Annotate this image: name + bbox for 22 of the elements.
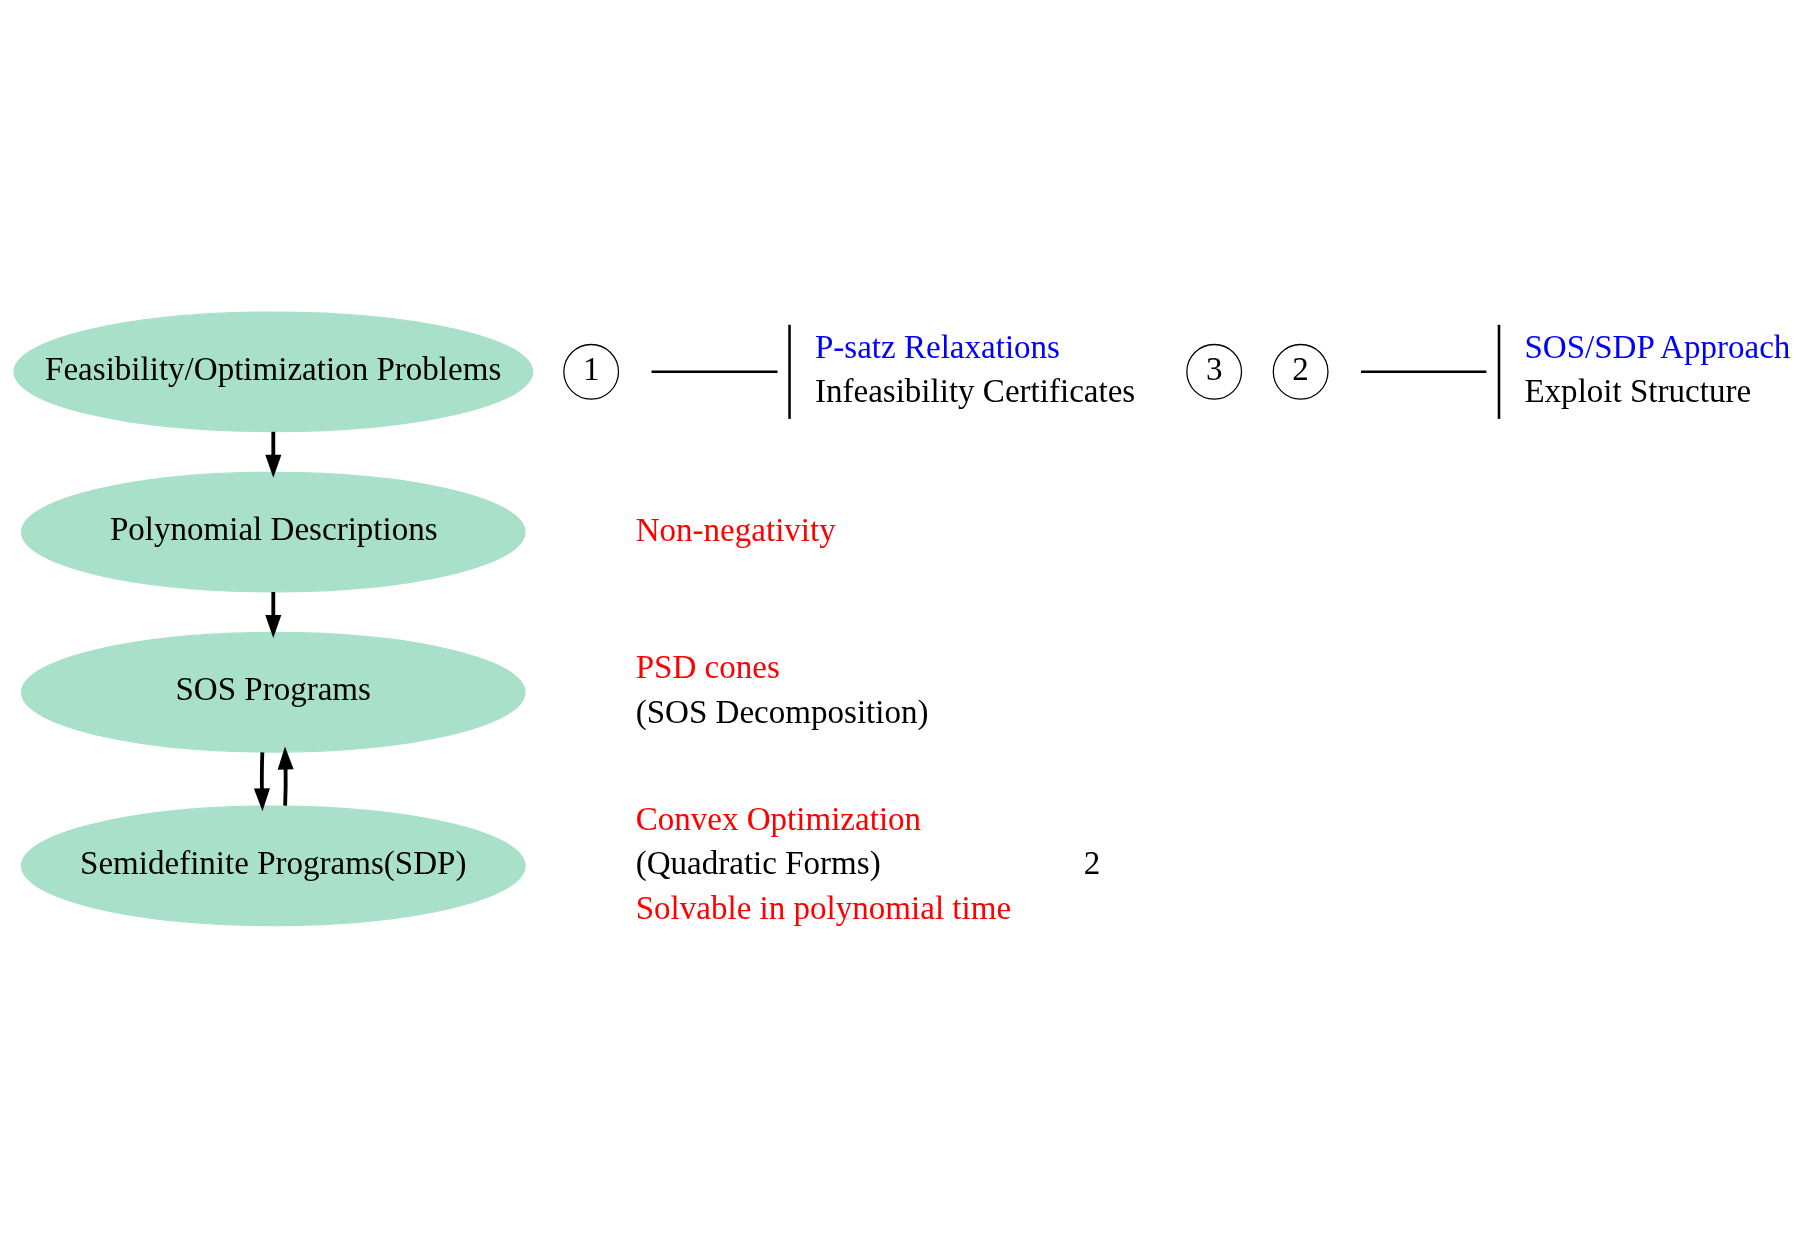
node-ellipse: Feasibility/Optimization Problems <box>13 310 534 432</box>
node-label: (SOS Decomposition) <box>635 693 929 730</box>
node-circle: 3 <box>1186 343 1243 400</box>
connector <box>651 370 778 373</box>
node-label: (Quadratic Forms) <box>635 844 881 881</box>
node-label: Convex Optimization <box>635 800 922 837</box>
arrow <box>265 591 282 638</box>
node-ellipse: SOS Programs <box>20 631 526 753</box>
node-ellipse: Semidefinite Programs(SDP) <box>20 804 526 926</box>
node-ellipse: Polynomial Descriptions <box>20 471 526 592</box>
arrow <box>265 431 282 478</box>
node-circle: 1 <box>563 343 620 400</box>
label: 2 <box>1083 844 1101 881</box>
node-label: Non-negativity <box>635 511 836 548</box>
arrow <box>277 746 294 806</box>
node-label: PSD cones <box>635 648 780 685</box>
node-circle: 2 <box>1272 343 1329 400</box>
connector <box>1360 370 1487 373</box>
node-text: P-satz Relaxations Infeasibility Certificates <box>814 328 1136 409</box>
arrow <box>253 751 270 811</box>
node-label: Solvable in polynomial time <box>635 889 1012 926</box>
node-text: SOS/SDP Approach Exploit Structure <box>1524 328 1791 409</box>
